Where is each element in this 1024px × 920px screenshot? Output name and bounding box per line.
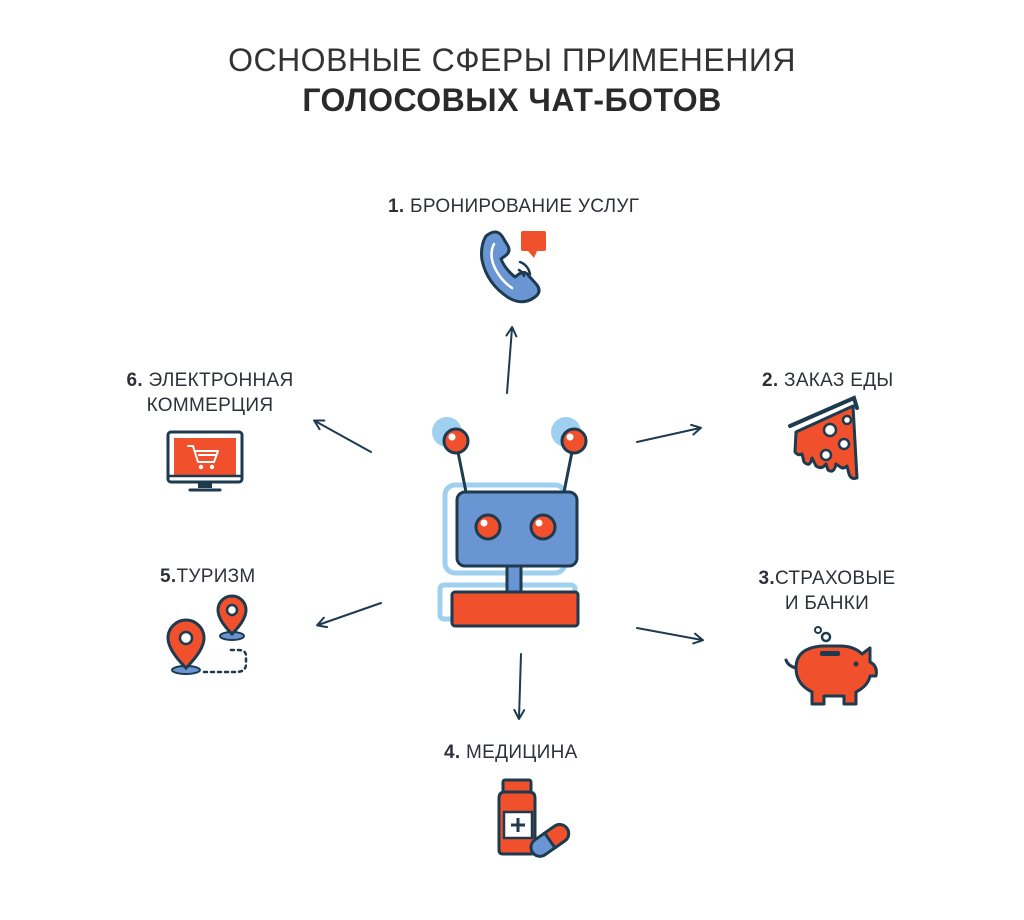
arrow-to-tourism (316, 602, 382, 629)
label-booking-text: БРОНИРОВАНИЕ УСЛУГ (410, 196, 640, 217)
arrow-to-food (636, 423, 702, 443)
label-insurance-num: 3. (758, 568, 775, 589)
label-medicine: 4. МЕДИЦИНА (444, 740, 578, 765)
arrow-to-insurance (636, 627, 704, 645)
label-booking: 1. БРОНИРОВАНИЕ УСЛУГ (388, 194, 639, 219)
label-food-text: ЗАКАЗ ЕДЫ (784, 370, 894, 391)
label-booking-num: 1. (388, 196, 405, 217)
pizza-slice-icon (788, 395, 859, 480)
title-line-1: ОСНОВНЫЕ СФЕРЫ ПРИМЕНЕНИЯ (228, 42, 796, 78)
map-route-icon (166, 594, 248, 675)
piggy-bank-icon (784, 626, 878, 706)
label-insurance-text2: И БАНКИ (784, 593, 870, 614)
arrow-to-medicine (513, 653, 526, 720)
robot-icon (432, 417, 588, 628)
label-tourism: 5.ТУРИЗМ (160, 564, 256, 589)
label-ecommerce-num: 6. (126, 370, 143, 391)
label-medicine-text: МЕДИЦИНА (466, 742, 578, 763)
label-tourism-text: ТУРИЗМ (176, 566, 256, 587)
label-insurance-text: СТРАХОВЫЕ (774, 568, 896, 589)
arrow-to-ecommerce (313, 419, 372, 453)
phone-chat-icon (480, 230, 546, 304)
label-tourism-num: 5. (160, 566, 177, 587)
title-line-2: ГОЛОСОВЫХ ЧАТ-БОТОВ (302, 82, 722, 118)
label-ecommerce: 6. ЭЛЕКТРОННАЯ КОММЕРЦИЯ (120, 368, 300, 418)
label-insurance: 3.СТРАХОВЫЕ И БАНКИ (752, 566, 902, 616)
label-food-num: 2. (762, 370, 779, 391)
label-medicine-num: 4. (444, 742, 461, 763)
label-ecommerce-text: ЭЛЕКТРОННАЯ (148, 370, 294, 391)
arrow-to-booking (505, 326, 518, 394)
medicine-icon (497, 778, 571, 858)
label-ecommerce-text2: КОММЕРЦИЯ (146, 395, 274, 416)
label-food: 2. ЗАКАЗ ЕДЫ (762, 368, 894, 393)
shopping-monitor-icon (166, 430, 244, 492)
